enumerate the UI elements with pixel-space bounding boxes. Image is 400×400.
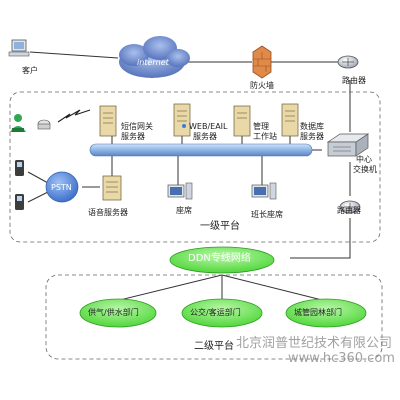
label-level1-platform: 一级平台 xyxy=(200,221,240,232)
voice-server-icon xyxy=(102,175,122,201)
label-dept-gas-water: 供气/供水部门 xyxy=(88,308,139,317)
label-lead-seat: 班长座席 xyxy=(251,210,283,219)
sms-gateway-server-icon xyxy=(99,105,117,137)
label-sms-gateway-2: 服务器 xyxy=(121,132,145,141)
pstn-cloud-icon xyxy=(45,171,79,203)
label-level2-platform: 二级平台 xyxy=(194,341,234,352)
mobile-phone-icon-2 xyxy=(15,194,24,210)
lan-bus xyxy=(89,143,313,157)
router-icon-mid xyxy=(339,200,361,214)
label-dept-parks: 城管园林部门 xyxy=(294,308,342,317)
label-firewall: 防火墙 xyxy=(250,81,274,90)
agent-seat-computer-icon xyxy=(167,182,193,200)
label-ddn-network: DDN专线网络 xyxy=(188,253,251,264)
management-workstation-icon xyxy=(233,105,251,137)
label-mgmt-1: 管理 xyxy=(253,122,269,131)
label-web-mail-2: 服务器 xyxy=(193,132,217,141)
operator-icon xyxy=(10,114,26,132)
client-computer-icon xyxy=(8,39,30,57)
ddn-network-ellipse xyxy=(169,246,275,274)
label-dept-transit: 公交/客运部门 xyxy=(190,308,241,317)
label-agent-seat: 座席 xyxy=(176,206,192,215)
dept-gas-water-ellipse xyxy=(79,298,157,328)
dept-transit-ellipse xyxy=(181,298,263,328)
phone-icon xyxy=(37,119,51,130)
watermark-url: www.hc360.com xyxy=(288,351,395,366)
label-pstn: PSTN xyxy=(51,183,72,192)
label-internet: internet xyxy=(137,58,169,67)
label-client: 客户 xyxy=(22,66,38,75)
core-switch-icon xyxy=(326,133,370,157)
label-core-switch-2: 交换机 xyxy=(353,165,377,174)
label-mgmt-2: 工作站 xyxy=(253,132,277,141)
internet-cloud-icon xyxy=(119,36,190,78)
router-icon-top xyxy=(337,55,359,69)
label-web-mail-1: WEB/EAIL xyxy=(189,122,228,131)
label-core-switch-1: 中心 xyxy=(356,155,372,164)
label-sms-gateway-1: 短信网关 xyxy=(121,122,153,131)
watermark-company: 北京润普世纪技术有限公司 xyxy=(236,336,393,351)
database-server-icon xyxy=(281,103,299,137)
wireless-link-icon xyxy=(57,109,91,123)
level2-platform-boundary xyxy=(45,274,383,360)
label-router-mid: 路由器 xyxy=(337,206,361,215)
links xyxy=(27,51,351,301)
label-db-1: 数据库 xyxy=(300,122,324,131)
label-router-top: 路由器 xyxy=(342,76,366,85)
label-db-2: 服务器 xyxy=(300,132,324,141)
label-voice-server: 语音服务器 xyxy=(88,208,128,217)
level1-platform-boundary xyxy=(9,91,381,243)
mobile-phone-icon-1 xyxy=(15,160,24,176)
firewall-icon xyxy=(252,45,272,79)
dept-parks-ellipse xyxy=(285,298,367,328)
lead-seat-computer-icon xyxy=(251,182,277,200)
web-mail-server-icon xyxy=(173,103,191,137)
